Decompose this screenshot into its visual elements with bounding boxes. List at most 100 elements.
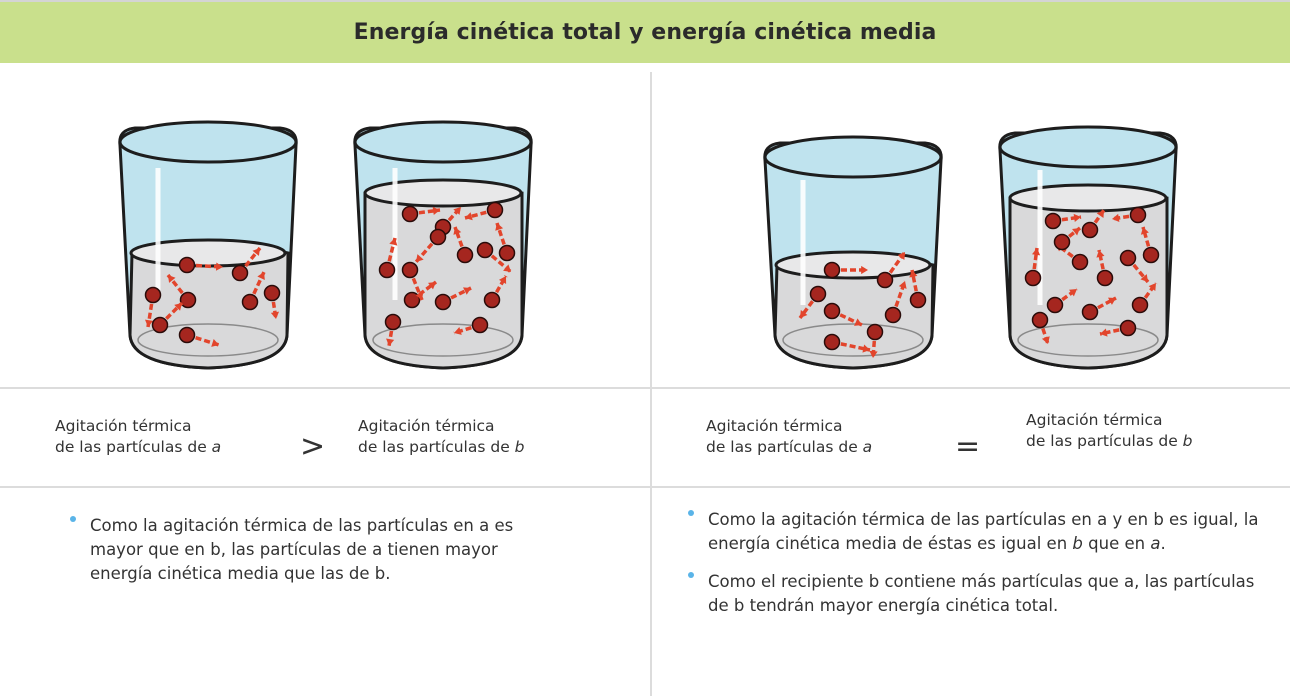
particle xyxy=(434,293,452,311)
caption-line1: Agitación térmica xyxy=(55,417,192,435)
particle xyxy=(1031,311,1049,329)
particle xyxy=(456,246,474,264)
motion-arrowhead xyxy=(861,265,868,275)
motion-arrowhead xyxy=(1041,336,1050,344)
particle xyxy=(909,291,927,309)
motion-arrowhead xyxy=(498,276,507,284)
particle xyxy=(1131,296,1149,314)
motion-arrowhead xyxy=(898,281,907,289)
particle xyxy=(241,293,259,311)
column-divider xyxy=(650,72,652,696)
bullet-text: Como la agitación térmica de las partícu… xyxy=(90,516,514,583)
motion-arrowhead xyxy=(168,275,176,283)
motion-arrowhead xyxy=(1096,210,1104,218)
particle xyxy=(178,256,196,274)
motion-arrowhead xyxy=(257,272,265,280)
particle xyxy=(884,306,902,324)
particle xyxy=(823,333,841,351)
caption-line1: Agitación térmica xyxy=(1026,411,1163,429)
motion-arrowhead xyxy=(1072,228,1080,236)
motion-arrowhead xyxy=(909,270,918,278)
particle xyxy=(486,201,504,219)
particle xyxy=(1081,303,1099,321)
particle xyxy=(429,228,447,246)
particle xyxy=(1119,319,1137,337)
left-bullets: Como la agitación térmica de las partícu… xyxy=(64,514,519,586)
beaker-a-right xyxy=(763,135,943,370)
particle xyxy=(401,205,419,223)
caption-line2: de las partículas de a xyxy=(55,438,222,456)
particle xyxy=(823,261,841,279)
particle xyxy=(384,313,402,331)
particle xyxy=(1119,249,1137,267)
beaker-b-left xyxy=(353,120,533,370)
bullet-dot-icon xyxy=(688,572,694,578)
bullet-dot-icon xyxy=(70,516,76,522)
motion-arrowhead xyxy=(503,264,511,272)
caption-line2: de las partículas de a xyxy=(706,438,873,456)
particle xyxy=(1044,212,1062,230)
particle xyxy=(823,302,841,320)
particle xyxy=(1024,269,1042,287)
motion-arrowhead xyxy=(463,287,471,295)
particle xyxy=(471,316,489,334)
particle xyxy=(498,244,516,262)
row-divider-2 xyxy=(0,486,1290,488)
particle xyxy=(1081,221,1099,239)
motion-arrowhead xyxy=(415,292,424,300)
particle xyxy=(866,323,884,341)
caption-line2: de las partículas de b xyxy=(1026,432,1193,450)
motion-arrowhead xyxy=(454,327,462,335)
motion-arrowhead xyxy=(453,207,461,215)
motion-arrowhead xyxy=(1140,227,1149,235)
motion-arrowhead xyxy=(386,338,395,346)
motion-arrowhead xyxy=(211,339,219,347)
motion-arrowhead xyxy=(897,252,905,260)
bullet-item: Como la agitación térmica de las partícu… xyxy=(64,514,519,586)
title-bar: Energía cinética total y energía cinétic… xyxy=(0,0,1290,63)
right-caption-a: Agitación térmica de las partículas de a xyxy=(706,416,872,458)
bullet-item: Como la agitación térmica de las partícu… xyxy=(682,508,1262,556)
motion-arrowhead xyxy=(432,206,440,215)
motion-arrowhead xyxy=(270,311,280,319)
left-beakers-illustration xyxy=(118,120,533,370)
particle xyxy=(1071,253,1089,271)
right-comparison-symbol: = xyxy=(955,429,981,464)
motion-arrowhead xyxy=(389,238,398,246)
particle xyxy=(151,316,169,334)
bullet-text: Como la agitación térmica de las partícu… xyxy=(708,510,1259,553)
motion-arrowhead xyxy=(1108,297,1116,305)
motion-arrowhead xyxy=(800,310,808,318)
bullet-dot-icon xyxy=(688,510,694,516)
motion-arrowhead xyxy=(174,303,182,311)
motion-arrowhead xyxy=(1096,250,1105,258)
bullet-item: Como el recipiente b contiene más partíc… xyxy=(682,570,1262,618)
left-particles xyxy=(144,201,516,347)
particle xyxy=(1129,206,1147,224)
left-caption-a: Agitación térmica de las partículas de a xyxy=(55,416,221,458)
particle xyxy=(231,264,249,282)
caption-line1: Agitación térmica xyxy=(706,417,843,435)
particle xyxy=(144,286,162,304)
motion-arrowhead xyxy=(453,227,462,235)
page-title: Energía cinética total y energía cinétic… xyxy=(353,20,937,45)
particle xyxy=(401,261,419,279)
particle xyxy=(403,291,421,309)
particle xyxy=(483,291,501,309)
motion-arrowhead xyxy=(1073,213,1081,223)
right-particles xyxy=(798,206,1160,359)
right-beakers-illustration xyxy=(763,125,1178,370)
particle xyxy=(1046,296,1064,314)
motion-arrowhead xyxy=(1069,289,1077,297)
particle xyxy=(476,241,494,259)
motion-arrowhead xyxy=(416,254,424,262)
left-caption-b: Agitación térmica de las partículas de b xyxy=(358,416,525,458)
right-bullets: Como la agitación térmica de las partícu… xyxy=(682,508,1262,618)
beaker-a-left xyxy=(118,120,298,370)
row-divider-1 xyxy=(0,387,1290,389)
particle xyxy=(809,285,827,303)
particle xyxy=(179,291,197,309)
left-comparison-symbol: > xyxy=(300,429,326,464)
motion-arrowhead xyxy=(862,344,870,353)
motion-arrowhead xyxy=(1148,283,1156,291)
